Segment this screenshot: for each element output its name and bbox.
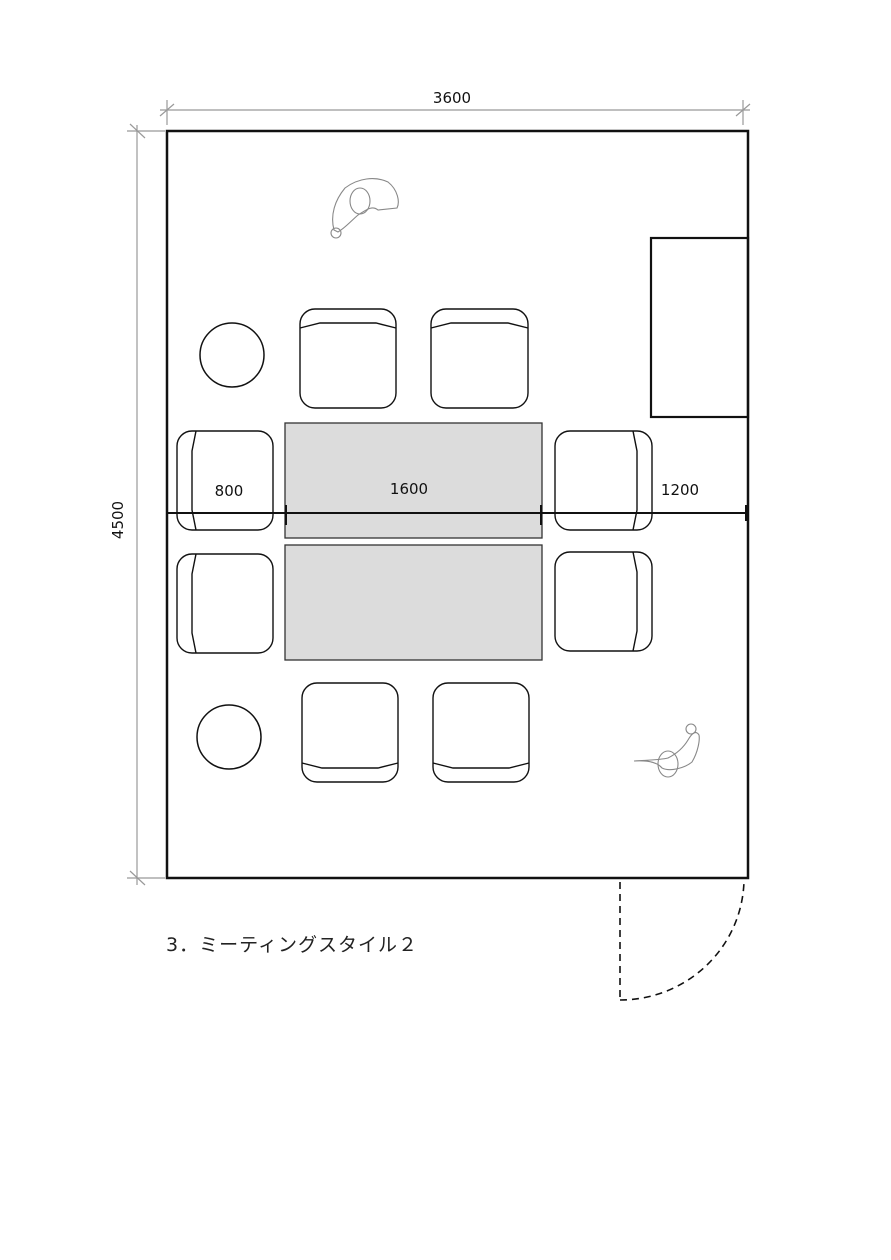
chair-right-1	[554, 430, 653, 531]
label-table-length: 1600	[390, 480, 428, 498]
room-walls	[165, 129, 750, 880]
round-side-table-bottom	[196, 704, 262, 770]
label-room-width: 3600	[433, 89, 471, 107]
person-bottom-icon	[633, 723, 700, 778]
chair-left-1	[176, 430, 274, 531]
chair-top-2	[430, 308, 529, 409]
dimension-chain	[167, 505, 748, 525]
door-swing	[619, 879, 745, 1001]
label-left-clearance: 800	[215, 482, 244, 500]
chair-bottom-2	[432, 682, 530, 783]
table-top	[284, 422, 543, 539]
chair-top-1	[299, 308, 397, 409]
round-side-table-top	[199, 322, 265, 388]
label-room-depth: 4500	[109, 501, 127, 539]
chair-right-2	[554, 551, 653, 652]
person-top-icon	[330, 178, 399, 239]
chair-left-2	[176, 553, 274, 654]
dimension-depth	[127, 123, 165, 886]
cabinet	[649, 236, 750, 419]
layout-caption: 3．ミーティングスタイル２	[166, 934, 418, 956]
chair-bottom-1	[301, 682, 399, 783]
dimension-width	[159, 100, 751, 125]
table-bottom	[284, 544, 543, 661]
label-right-clearance: 1200	[661, 481, 699, 499]
